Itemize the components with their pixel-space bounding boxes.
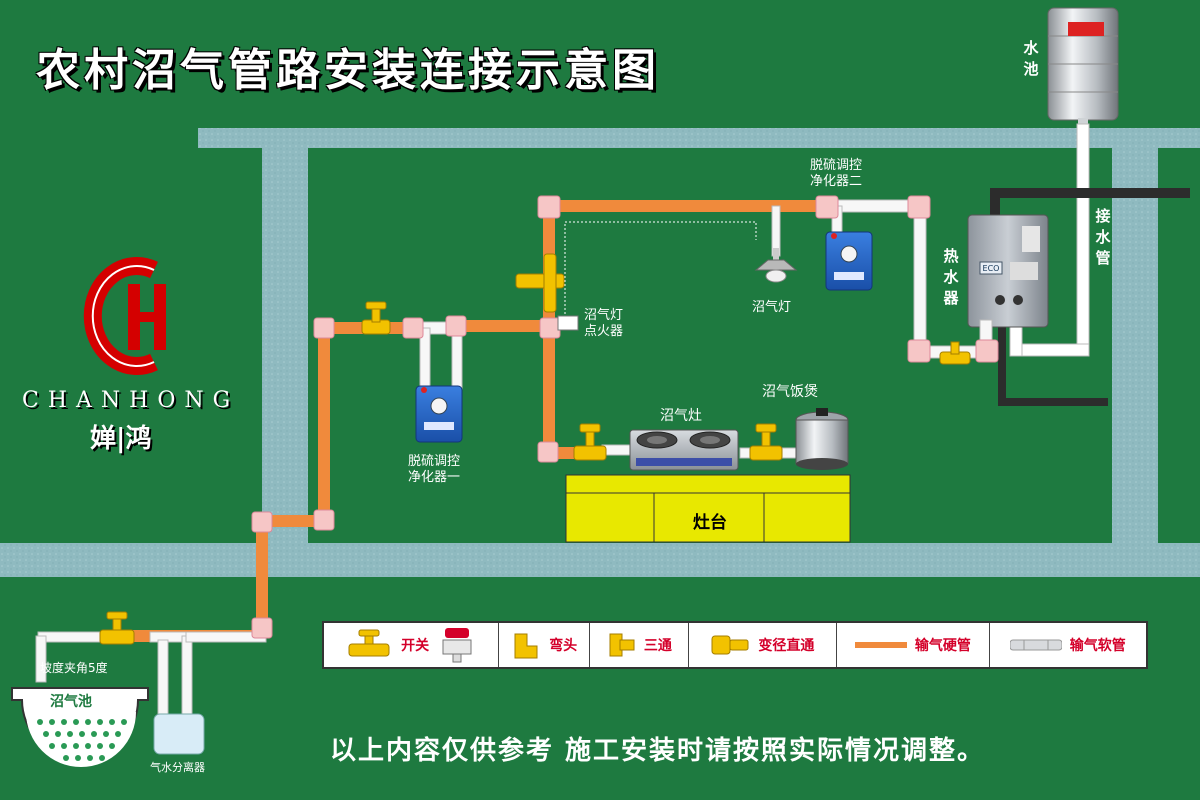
brand-name-en: CHANHONG <box>22 388 240 413</box>
pipe-joints <box>251 195 999 639</box>
legend-item-reducer: 变径直通 <box>689 623 838 667</box>
house-walls <box>0 128 1200 577</box>
legend-item-soft-pipe: 输气软管 <box>990 623 1146 667</box>
lower-wall <box>0 543 1200 577</box>
legend-item-elbow: 弯头 <box>499 623 591 667</box>
valve-switch-icon <box>361 301 391 335</box>
valve-switch-icon <box>99 611 135 645</box>
soft-pipe-icon <box>1009 639 1062 651</box>
water-pipe-label: 接水管 <box>1095 207 1111 267</box>
water-heater-label: 热水器 <box>943 247 959 307</box>
rice-cooker <box>795 408 849 470</box>
biogas-lamp <box>754 248 798 283</box>
igniter-box <box>557 315 579 331</box>
stove-counter <box>565 474 851 543</box>
chanhong-logo <box>83 257 166 375</box>
valve-switch-icon <box>515 253 565 313</box>
valve-switch-icon <box>348 629 390 657</box>
stove-label: 沼气灶 <box>660 408 702 424</box>
reducer-icon <box>711 635 749 655</box>
legend-label-hard-pipe: 输气硬管 <box>914 638 971 654</box>
lamp-label: 沼气灯 <box>752 300 792 315</box>
elbow-icon <box>514 633 538 659</box>
water-tank-label: 水池 <box>1023 39 1039 78</box>
water-heater: ECO <box>967 214 1049 328</box>
separator-label: 气水分离器 <box>150 761 205 774</box>
purifier-two <box>825 231 873 291</box>
legend-label-elbow: 弯头 <box>549 638 578 654</box>
valve-switch-icon <box>573 423 607 461</box>
tee-icon <box>609 633 635 657</box>
stove-counter-label: 灶台 <box>693 513 727 533</box>
purifier-two-label: 脱硫调控 净化器二 <box>810 158 863 189</box>
legend-label-reducer: 变径直通 <box>758 638 815 654</box>
ball-valve-icon <box>442 628 472 663</box>
biogas-tank-label: 沼气池 <box>50 694 92 710</box>
water-pipe <box>990 123 1190 406</box>
lamp-igniter-label: 沼气灯 点火器 <box>584 308 624 339</box>
igniter-wire <box>564 221 757 318</box>
upper-wall <box>198 128 1200 148</box>
legend-label-soft-pipe: 输气软管 <box>1069 638 1126 654</box>
legend-item-hard-pipe: 输气硬管 <box>837 623 990 667</box>
rice-cooker-label: 沼气饭煲 <box>762 384 818 400</box>
water-tank <box>1047 7 1119 128</box>
gas-water-separator <box>153 713 205 755</box>
hard-pipe-icon <box>854 642 907 648</box>
brand-name-cn: 婵|鸿 <box>90 424 152 454</box>
valve-switch-icon <box>749 423 783 461</box>
legend-label-switch: 开关 <box>401 638 430 654</box>
legend-label-tee: 三通 <box>643 638 672 654</box>
right-wall <box>1112 148 1158 543</box>
legend: 开关 弯头 三通 变径直通 <box>322 621 1148 669</box>
valve-switch-icon <box>939 341 971 365</box>
legend-item-switch: 开关 <box>324 623 500 667</box>
svg-text:ECO: ECO <box>983 264 1000 273</box>
slope-label: 坡度夹角5度 <box>40 661 108 675</box>
left-wall <box>262 148 308 543</box>
page-title: 农村沼气管路安装连接示意图 <box>36 45 660 96</box>
legend-item-tee: 三通 <box>590 623 689 667</box>
purifier-one-label: 脱硫调控 净化器一 <box>408 454 461 485</box>
footer-note: 以上内容仅供参考 施工安装时请按照实际情况调整。 <box>330 736 986 766</box>
valves <box>99 253 971 645</box>
biogas-tank <box>11 687 149 768</box>
biogas-stove <box>629 429 739 471</box>
purifier-one <box>415 385 463 443</box>
